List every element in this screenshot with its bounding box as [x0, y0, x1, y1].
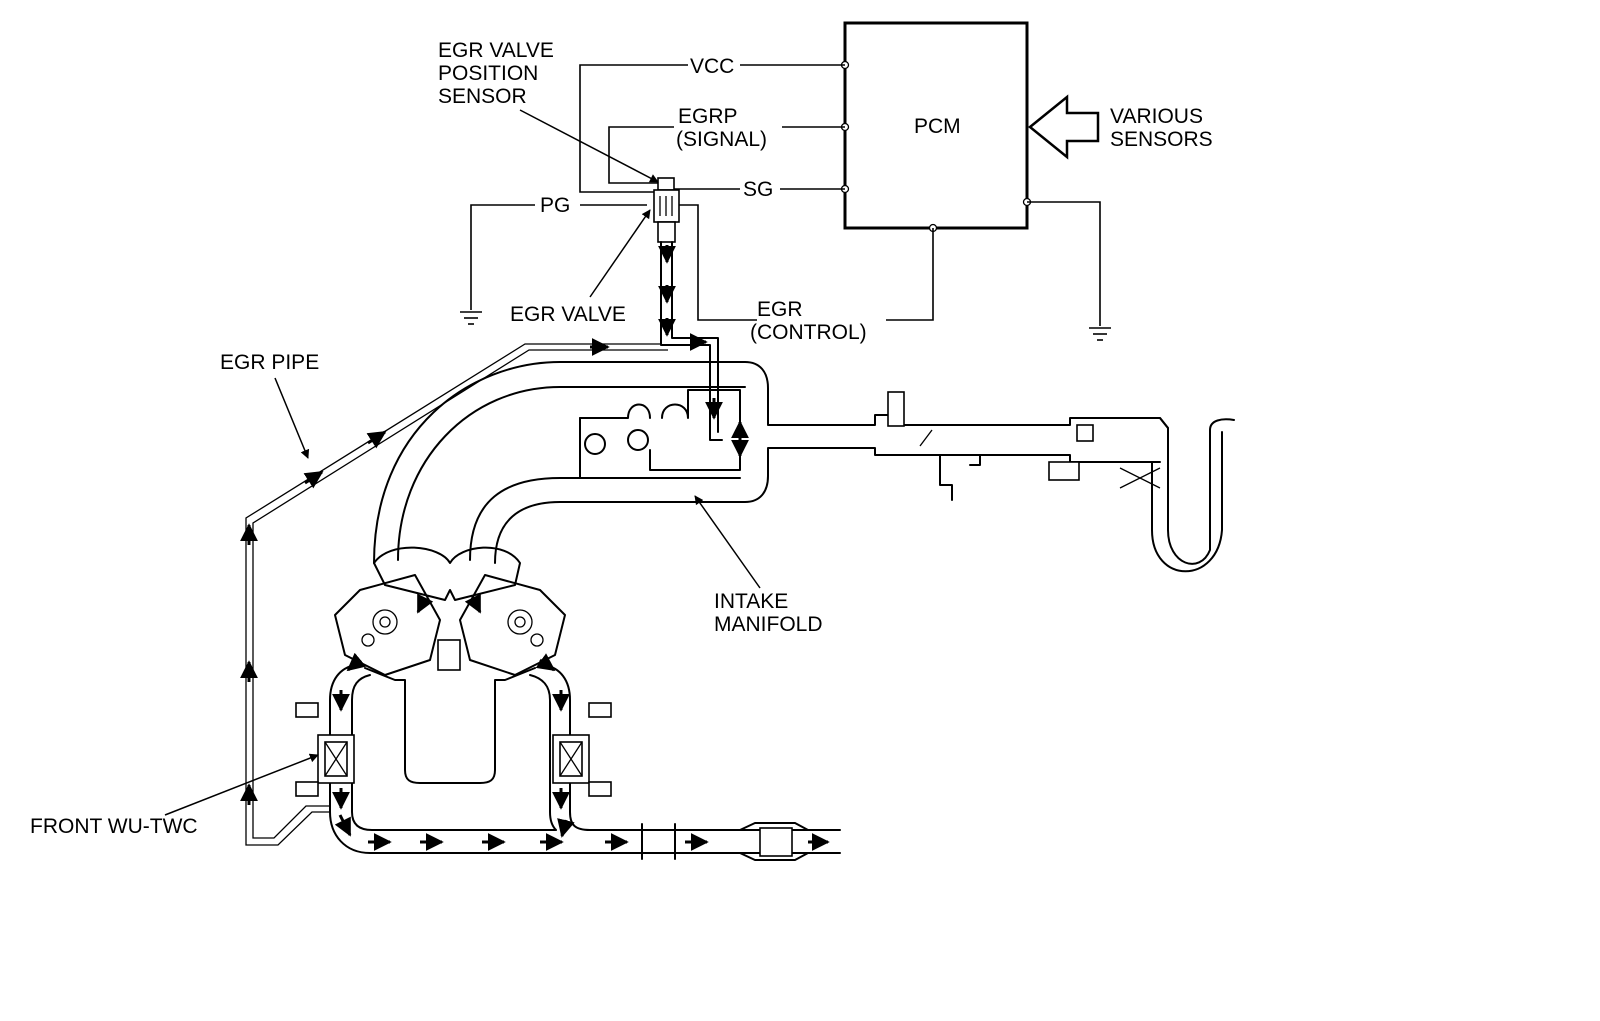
egr-control-wire — [676, 204, 934, 321]
flow-arrows — [240, 245, 830, 851]
egrp-label-line1: EGRP — [678, 105, 738, 128]
engine — [334, 546, 566, 784]
pcm-label: PCM — [914, 115, 961, 138]
front-wu-twc-label: FRONT WU-TWC — [30, 815, 198, 838]
flow-arrow-icon — [464, 593, 482, 614]
flow-arrow-icon — [557, 818, 575, 838]
pg-label: PG — [540, 194, 570, 217]
intake-manifold-leader — [694, 495, 761, 589]
egr-valve-leader — [589, 209, 651, 298]
pg-wire — [470, 204, 647, 310]
egr-pipe-label: EGR PIPE — [220, 351, 319, 374]
egrp-wire — [608, 126, 845, 184]
flow-arrow-icon — [366, 430, 387, 449]
egr-pipe-leader — [274, 377, 310, 459]
various-sensors-label-line2: SENSORS — [1110, 128, 1213, 151]
front-wu-twc-leader — [164, 753, 319, 816]
flow-arrow-icon — [346, 652, 367, 672]
egr-pipe — [245, 343, 668, 846]
ground-icon — [1089, 327, 1111, 341]
pcm-ground-wire — [1027, 201, 1101, 326]
intake-manifold-label-line2: MANIFOLD — [714, 613, 823, 636]
intake-manifold — [373, 361, 1235, 573]
egr-valve-position-sensor-label-line2: POSITION — [438, 62, 538, 85]
vcc-label: VCC — [690, 55, 734, 78]
flow-arrow-icon — [416, 593, 434, 614]
flow-arrow-icon — [334, 814, 352, 837]
intake-manifold-label-line1: INTAKE — [714, 590, 788, 613]
egrp-label-line2: (SIGNAL) — [676, 128, 767, 151]
exhaust-system — [295, 664, 841, 861]
egr-valve-position-sensor-label-line3: SENSOR — [438, 85, 527, 108]
pcm-box — [843, 21, 1029, 230]
egr-valve-label: EGR VALVE — [510, 303, 626, 326]
input-arrow-icon — [1028, 94, 1100, 160]
egr-control-label-line2: (CONTROL) — [750, 321, 867, 344]
flow-arrow-icon — [535, 653, 556, 672]
egr-valve-position-sensor-leader — [519, 109, 659, 183]
egr-valve-position-sensor-label-line1: EGR VALVE — [438, 39, 554, 62]
vcc-wire — [579, 64, 845, 193]
egr-control-label-line1: EGR — [757, 298, 803, 321]
various-sensors-label-line1: VARIOUS — [1110, 105, 1203, 128]
flow-arrow-icon — [303, 470, 324, 489]
ground-icon — [460, 311, 482, 325]
sg-label: SG — [743, 178, 773, 201]
